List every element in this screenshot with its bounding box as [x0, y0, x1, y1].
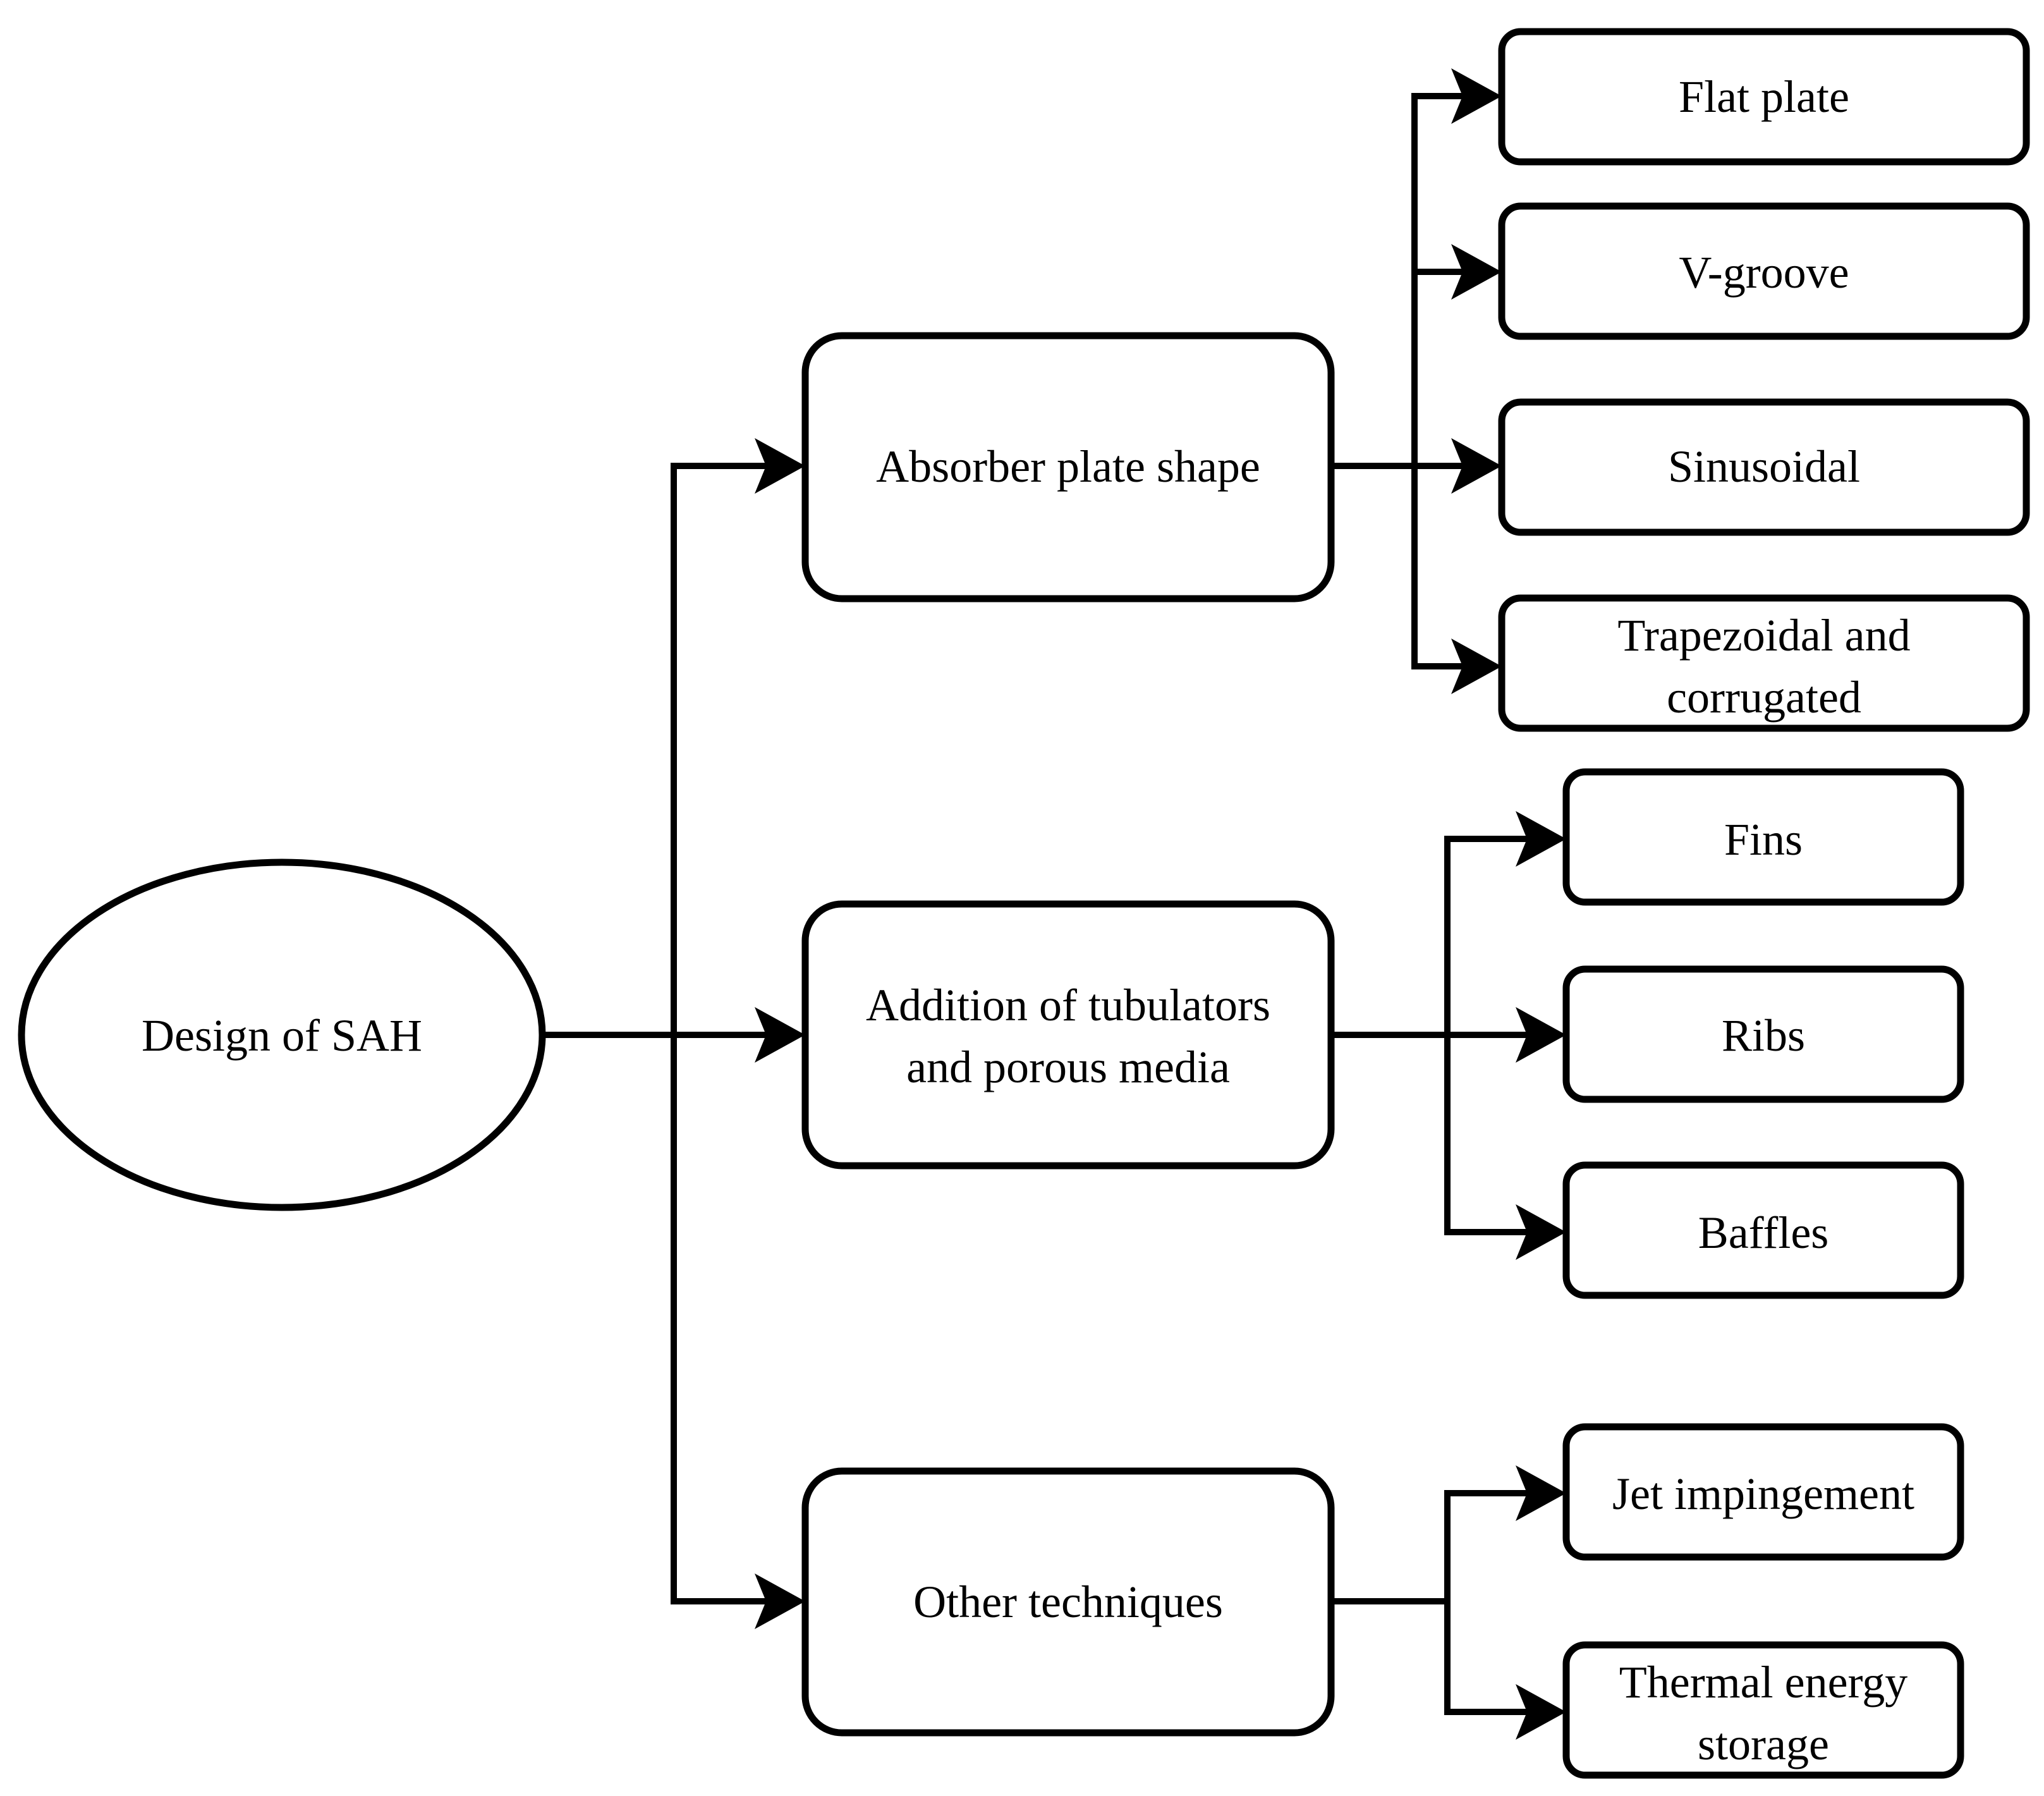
leaf-node-fins: Fins	[1562, 768, 1964, 906]
leaf-node-thermal-energy-storage: Thermal energy storage	[1562, 1641, 1964, 1779]
category-label-line-1: Addition of tubulators	[866, 980, 1270, 1030]
leaf-label: Flat plate	[1679, 71, 1849, 122]
arrowhead-tubulators	[755, 1007, 805, 1063]
arrowhead-other	[755, 1573, 805, 1629]
leaf-label: Fins	[1724, 814, 1803, 865]
category-node-other: Other techniques	[801, 1467, 1335, 1737]
arrowhead-baffles	[1516, 1204, 1566, 1260]
leaf-label: Sinusoidal	[1668, 441, 1860, 492]
leaf-node-baffles: Baffles	[1562, 1161, 1964, 1299]
category-label: Absorber plate shape	[876, 441, 1260, 492]
leaf-label: Jet impingement	[1612, 1469, 1914, 1519]
arrowhead-flat-plate	[1451, 68, 1502, 124]
arrowhead-trapezoidal	[1451, 638, 1502, 694]
root-node: Design of SAH	[18, 858, 546, 1211]
leaf-label-line-1: Trapezoidal and	[1617, 610, 1910, 661]
arrowhead-ribs	[1516, 1007, 1566, 1063]
leaf-node-ribs: Ribs	[1562, 965, 1964, 1103]
leaf-node-v-groove: V-groove	[1498, 202, 2030, 340]
category-node-absorber: Absorber plate shape	[801, 332, 1335, 602]
arrowhead-fins	[1516, 811, 1566, 867]
leaf-node-trapezoidal: Trapezoidal and corrugated	[1498, 594, 2030, 732]
arrowhead-absorber	[755, 438, 805, 494]
category-label: Other techniques	[913, 1577, 1223, 1627]
leaf-node-flat-plate: Flat plate	[1498, 28, 2030, 166]
arrowhead-v-groove	[1451, 244, 1502, 300]
connectors	[543, 93, 1533, 1715]
leaf-label: Ribs	[1722, 1010, 1805, 1061]
leaf-node-sinusoidal: Sinusoidal	[1498, 398, 2030, 536]
leaf-node-jet-impingement: Jet impingement	[1562, 1423, 1964, 1561]
leaf-label-line-2: corrugated	[1667, 672, 1861, 723]
leaf-label-line-2: storage	[1698, 1719, 1829, 1769]
leaf-label: Baffles	[1698, 1207, 1829, 1258]
leaf-label: V-groove	[1679, 247, 1849, 298]
root-label: Design of SAH	[142, 1010, 422, 1061]
arrowhead-thermal	[1516, 1684, 1566, 1740]
arrowhead-sinusoidal	[1451, 438, 1502, 494]
category-label-line-2: and porous media	[906, 1042, 1230, 1092]
leaf-label-line-1: Thermal energy	[1619, 1657, 1907, 1707]
arrowhead-jet	[1516, 1465, 1566, 1521]
arrowheads	[755, 68, 1566, 1740]
category-node-tubulators: Addition of tubulators and porous media	[801, 900, 1335, 1170]
